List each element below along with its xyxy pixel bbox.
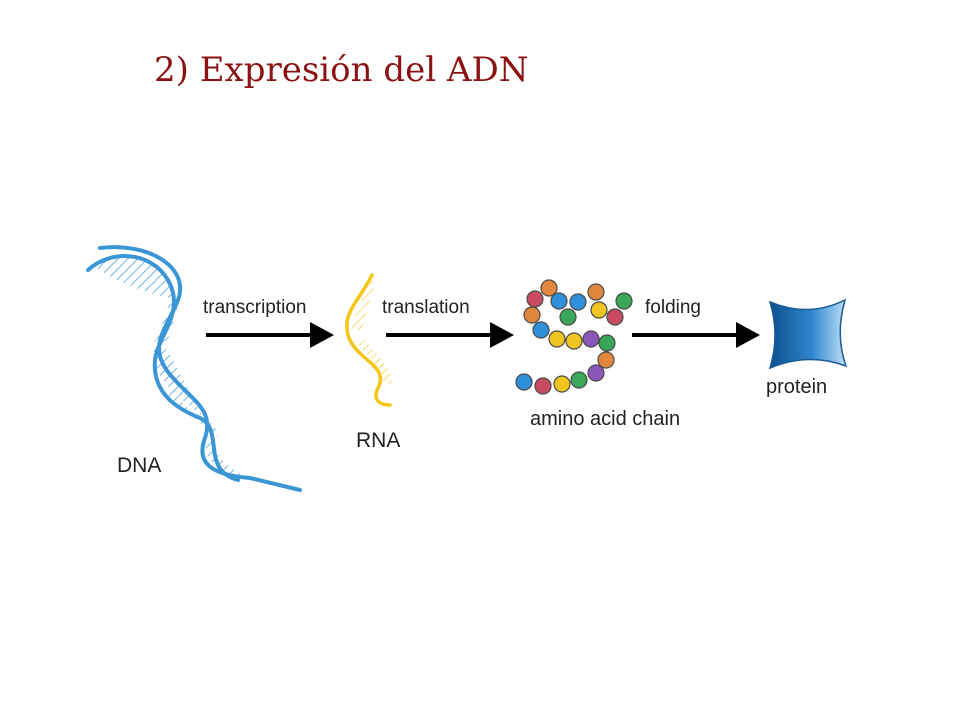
rna-strand: [345, 273, 392, 407]
amino-acid-bead: [523, 306, 541, 324]
dna-helix: [86, 245, 302, 492]
amino-acid-bead: [532, 321, 550, 339]
amino-acid-bead: [590, 301, 608, 319]
amino-acid-bead: [553, 375, 571, 393]
amino-acid-bead: [515, 373, 533, 391]
folding-arrow: [632, 322, 760, 348]
transcription-arrow: [206, 322, 334, 348]
translation-arrow: [386, 322, 514, 348]
amino-acid-bead: [569, 293, 587, 311]
amino-acid-bead: [582, 330, 600, 348]
amino-acid-bead: [565, 332, 583, 350]
dna-label: DNA: [117, 454, 161, 477]
amino-acid-bead: [540, 279, 558, 297]
amino-acid-bead: [587, 364, 605, 382]
amino-acid-chain: [515, 279, 633, 395]
amino-acid-bead: [615, 292, 633, 310]
slide-title: 2) Expresión del ADN: [154, 50, 529, 90]
protein-shape: [768, 298, 848, 370]
rna-label: RNA: [356, 429, 400, 452]
amino-acid-bead: [570, 371, 588, 389]
amino-acid-bead: [598, 334, 616, 352]
amino-acid-bead: [559, 308, 577, 326]
amino-acid-bead: [587, 283, 605, 301]
folding-label: folding: [645, 297, 701, 318]
amino-acid-bead: [534, 377, 552, 395]
amino-acid-bead: [548, 330, 566, 348]
amino-acid-chain-label: amino acid chain: [530, 408, 680, 430]
protein-label: protein: [766, 376, 827, 398]
amino-acid-bead: [606, 308, 624, 326]
amino-acid-bead: [550, 292, 568, 310]
transcription-label: transcription: [203, 297, 307, 318]
translation-label: translation: [382, 297, 470, 318]
amino-acid-bead: [597, 351, 615, 369]
amino-acid-bead: [526, 290, 544, 308]
